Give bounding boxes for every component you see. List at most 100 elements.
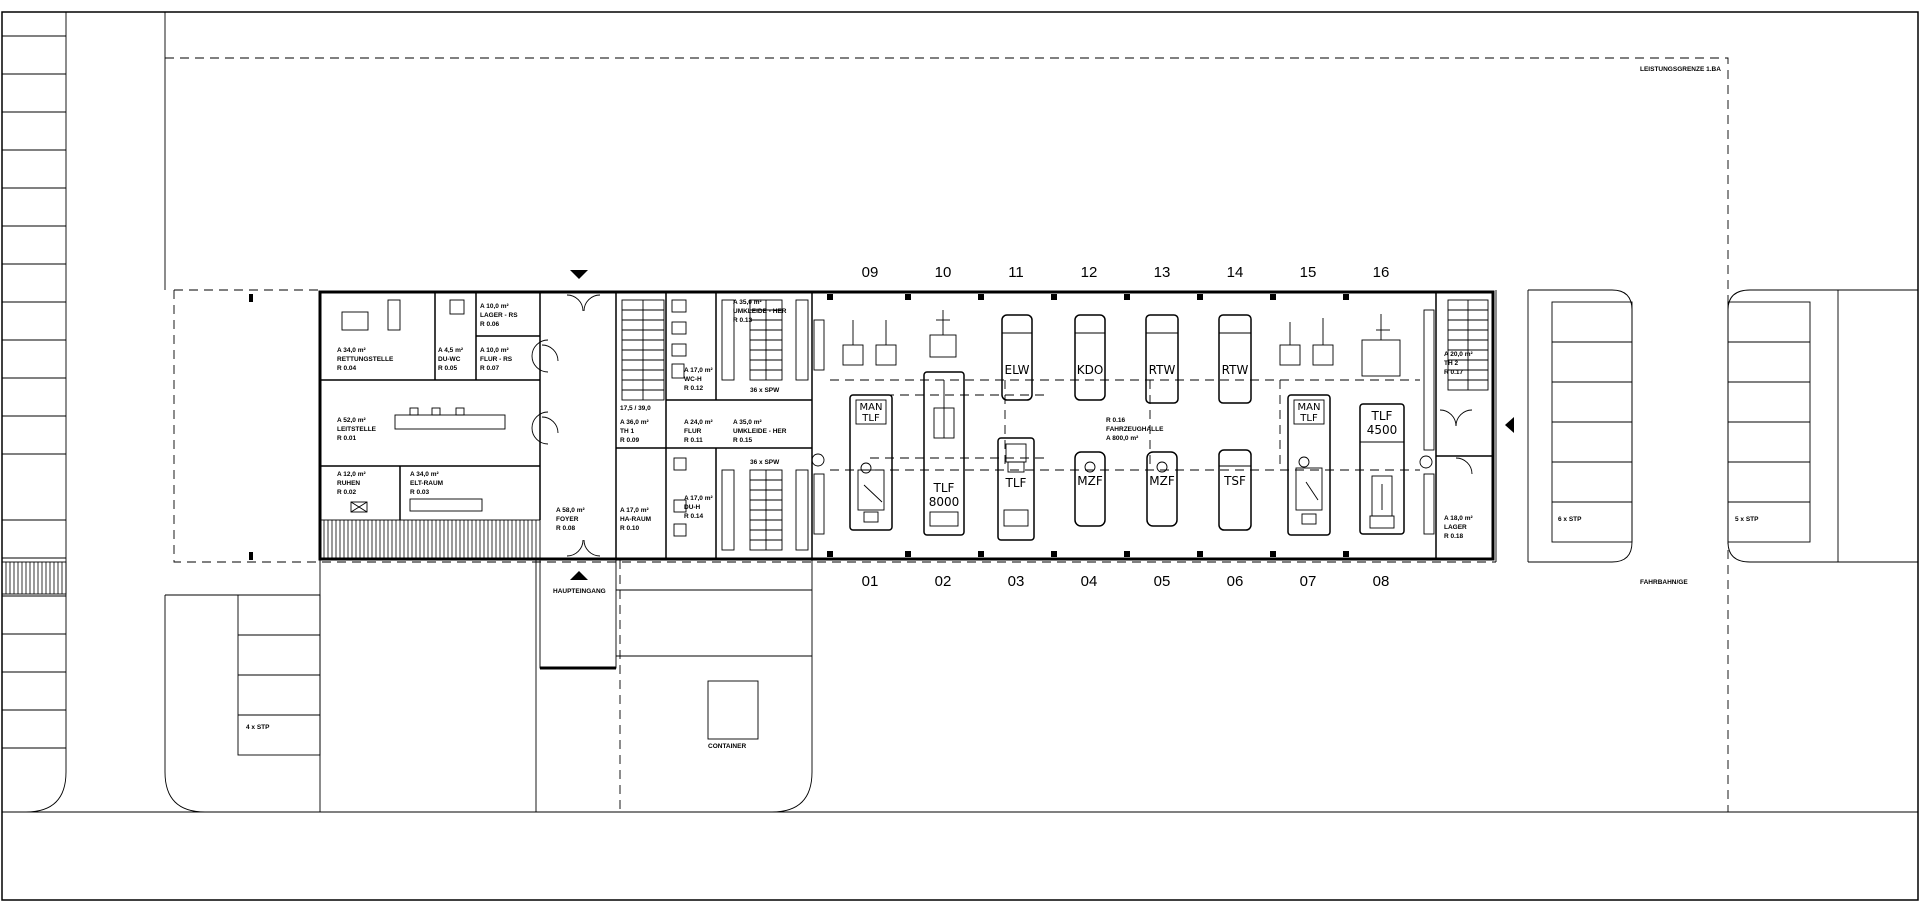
svg-text:R 0.06: R 0.06 xyxy=(480,321,500,328)
svg-text:A 52,0 m²: A 52,0 m² xyxy=(337,417,366,424)
equipment-bay-15 xyxy=(1279,318,1334,366)
svg-text:WC-H: WC-H xyxy=(684,376,702,383)
site-boundary-line xyxy=(165,57,1729,812)
svg-text:UMKLEIDE - HER: UMKLEIDE - HER xyxy=(733,308,787,315)
svg-text:R 0.08: R 0.08 xyxy=(556,525,576,532)
room-r06: A 10,0 m² LAGER - RS R 0.06 xyxy=(480,303,518,328)
svg-text:A 35,0 m²: A 35,0 m² xyxy=(733,419,762,426)
svg-text:R 0.14: R 0.14 xyxy=(684,513,704,520)
room-r13: A 35,0 m² UMKLEIDE - HER R 0.13 xyxy=(733,299,787,324)
svg-text:R 0.05: R 0.05 xyxy=(438,365,458,372)
site-lower-lines xyxy=(164,560,813,813)
svg-text:RETTUNGSTELLE: RETTUNGSTELLE xyxy=(337,356,394,363)
room-r17: A 20,0 m² TH 2 R 0.17 xyxy=(1444,351,1473,376)
svg-text:TLF: TLF xyxy=(933,481,955,495)
bay-05: 05 xyxy=(1154,573,1171,590)
vehicle-kdo: KDO xyxy=(1074,314,1106,401)
svg-text:R 0.16: R 0.16 xyxy=(1106,417,1126,424)
bay-11: 11 xyxy=(1008,264,1024,281)
parking-right-a xyxy=(1551,301,1633,543)
entrance-arrow-bottom xyxy=(570,571,588,580)
svg-text:A 34,0 m²: A 34,0 m² xyxy=(337,347,366,354)
vehicle-tlf-8000: TLF 8000 xyxy=(923,371,965,536)
building-outer-wall xyxy=(318,290,1495,561)
room-r09: A 36,0 m² TH 1 R 0.09 xyxy=(620,419,649,444)
entrance-arrow-top xyxy=(570,270,588,279)
svg-text:A 10,0 m²: A 10,0 m² xyxy=(480,303,509,310)
svg-text:TSF: TSF xyxy=(1223,474,1246,488)
doors-right xyxy=(1439,409,1473,475)
svg-text:MAN: MAN xyxy=(1298,402,1321,413)
svg-text:TH 1: TH 1 xyxy=(620,428,634,435)
lockers-bottom-label: 36 x SPW xyxy=(750,459,780,466)
stair-1 xyxy=(621,299,665,401)
vehicle-tsf-06: TSF xyxy=(1218,449,1252,531)
svg-text:TLF: TLF xyxy=(861,413,880,424)
room-r12: A 17,0 m² WC-H R 0.12 xyxy=(684,367,713,392)
svg-text:A 24,0 m²: A 24,0 m² xyxy=(684,419,713,426)
bay-15: 15 xyxy=(1300,264,1317,281)
svg-text:A 4,5 m²: A 4,5 m² xyxy=(438,347,464,354)
room-r14: A 17,0 m² DU-H R 0.14 xyxy=(684,495,713,520)
svg-text:LEITSTELLE: LEITSTELLE xyxy=(337,426,377,433)
road-hatch xyxy=(1,561,67,595)
svg-text:TH 2: TH 2 xyxy=(1444,360,1458,367)
svg-text:A 18,0 m²: A 18,0 m² xyxy=(1444,515,1473,522)
svg-text:A 17,0 m²: A 17,0 m² xyxy=(620,507,649,514)
equipment-bay-09 xyxy=(842,320,897,366)
svg-text:LAGER - RS: LAGER - RS xyxy=(480,312,518,319)
svg-text:R 0.09: R 0.09 xyxy=(620,437,640,444)
bay-07: 07 xyxy=(1300,573,1317,590)
vehicle-rtw-13: RTW xyxy=(1145,314,1179,404)
lockers-upper xyxy=(721,299,809,381)
svg-text:FLUR: FLUR xyxy=(684,428,702,435)
svg-text:UMKLEIDE - HER: UMKLEIDE - HER xyxy=(733,428,787,435)
svg-text:R 0.18: R 0.18 xyxy=(1444,533,1464,540)
vehicle-rtw-14: RTW xyxy=(1218,314,1252,404)
bay-03: 03 xyxy=(1008,573,1025,590)
bay-01: 01 xyxy=(862,573,879,590)
vehicle-elw: ELW xyxy=(1001,314,1033,401)
road-left-edge xyxy=(2,12,67,813)
svg-text:4500: 4500 xyxy=(1367,423,1398,437)
svg-text:R 0.07: R 0.07 xyxy=(480,365,500,372)
svg-text:HA-RAUM: HA-RAUM xyxy=(620,516,651,523)
parking-right-b xyxy=(1727,290,1839,562)
svg-text:FAHRZEUGHALLE: FAHRZEUGHALLE xyxy=(1106,426,1164,433)
entrance-marker-left-2 xyxy=(249,552,253,560)
stair-2 xyxy=(1447,299,1489,391)
svg-text:R 0.12: R 0.12 xyxy=(684,385,704,392)
svg-text:A 17,0 m²: A 17,0 m² xyxy=(684,495,713,502)
vehicle-mzf-05: MZF xyxy=(1146,451,1178,527)
hall-bay-lines xyxy=(830,379,1420,471)
entrance-marker-left xyxy=(249,294,253,302)
room-r15: A 35,0 m² UMKLEIDE - HER R 0.15 xyxy=(733,419,787,444)
svg-text:RUHEN: RUHEN xyxy=(337,480,360,487)
vehicle-tlf-4500: TLF 4500 xyxy=(1359,403,1405,535)
svg-text:R 0.03: R 0.03 xyxy=(410,489,430,496)
admin-furniture xyxy=(341,299,506,513)
bay-08: 08 xyxy=(1373,573,1390,590)
svg-text:A 10,0 m²: A 10,0 m² xyxy=(480,347,509,354)
svg-text:A 800,0 m²: A 800,0 m² xyxy=(1106,435,1139,442)
svg-text:TLF: TLF xyxy=(1005,476,1027,490)
vehicle-man-tlf-07: MAN TLF xyxy=(1287,394,1331,536)
room-r07: A 10,0 m² FLUR - RS R 0.07 xyxy=(480,347,513,372)
svg-text:ELT-RAUM: ELT-RAUM xyxy=(410,480,443,487)
svg-text:TLF: TLF xyxy=(1299,413,1318,424)
svg-text:RTW: RTW xyxy=(1222,363,1249,377)
room-r01: A 52,0 m² LEITSTELLE R 0.01 xyxy=(337,417,377,442)
svg-text:A 35,0 m²: A 35,0 m² xyxy=(733,299,762,306)
room-r05: A 4,5 m² DU-WC R 0.05 xyxy=(438,347,464,372)
bay-04: 04 xyxy=(1081,573,1098,590)
svg-text:8000: 8000 xyxy=(929,495,960,509)
parking-left xyxy=(237,594,321,756)
room-r08: A 58,0 m² FOYER R 0.08 xyxy=(556,507,585,532)
parking-right-a-label: 6 x STP xyxy=(1558,516,1582,523)
svg-text:A 12,0 m²: A 12,0 m² xyxy=(337,471,366,478)
svg-text:MZF: MZF xyxy=(1149,474,1175,488)
room-r04: A 34,0 m² RETTUNGSTELLE R 0.04 xyxy=(337,347,394,372)
parking-right-b-label: 5 x STP xyxy=(1735,516,1759,523)
main-entrance-label: HAUPTEINGANG xyxy=(553,588,606,595)
